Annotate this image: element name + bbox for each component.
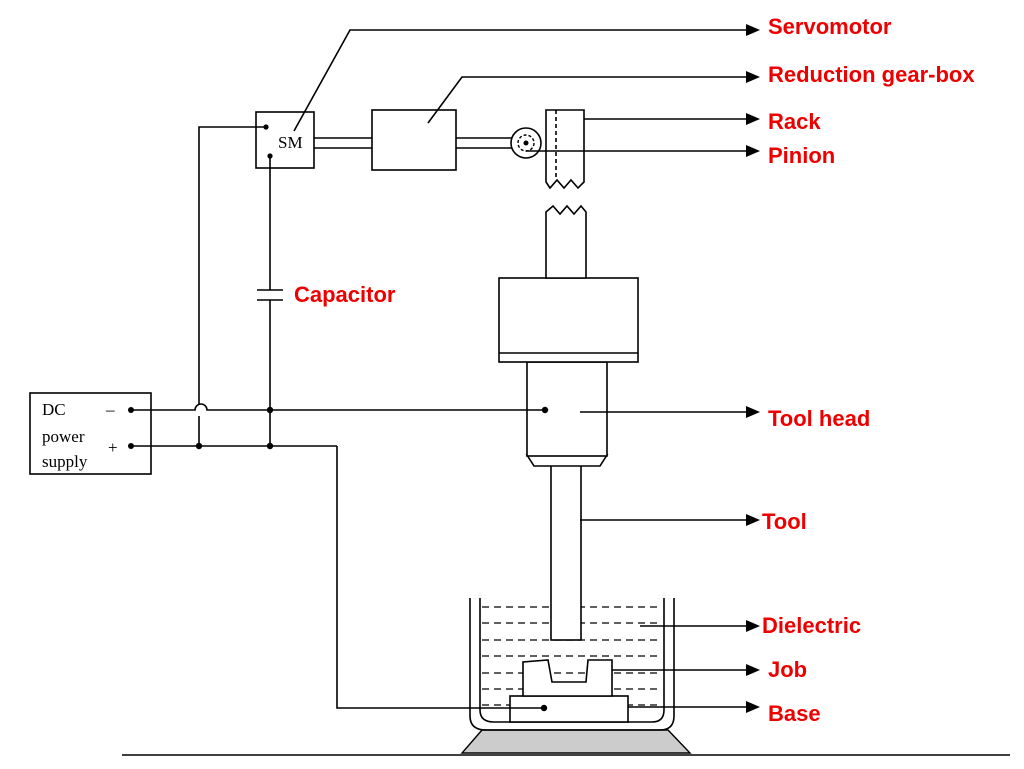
negative-terminal-sign: – xyxy=(105,400,115,419)
label-rack: Rack xyxy=(768,109,821,134)
label-base: Base xyxy=(768,701,821,726)
fixture-base xyxy=(460,729,692,754)
wiring xyxy=(131,126,545,709)
servomotor-box: SM xyxy=(255,111,315,169)
power-supply-line2: power xyxy=(42,427,85,446)
label-capacitor: Capacitor xyxy=(294,282,396,307)
label-tool: Tool xyxy=(762,509,807,534)
capacitor-symbol xyxy=(257,289,283,301)
tool xyxy=(550,463,582,641)
label-dielectric: Dielectric xyxy=(762,613,861,638)
head-block xyxy=(498,277,639,363)
label-tool-head: Tool head xyxy=(768,406,870,431)
power-supply-line1: DC xyxy=(42,400,66,419)
callout-leaders xyxy=(293,29,752,708)
positive-terminal-sign: + xyxy=(108,438,118,457)
label-pinion: Pinion xyxy=(768,143,835,168)
drive-shafts xyxy=(314,137,512,149)
label-servomotor: Servomotor xyxy=(768,14,892,39)
rack-shaft-lower xyxy=(545,204,587,279)
callout-arrowheads xyxy=(746,24,760,713)
label-reduction-gear-box: Reduction gear-box xyxy=(768,62,975,87)
label-job: Job xyxy=(768,657,807,682)
servomotor-box-label: SM xyxy=(278,133,303,152)
tool-head xyxy=(525,361,609,467)
power-supply-line3: supply xyxy=(42,452,88,471)
junction-dots xyxy=(195,406,549,712)
reduction-gearbox xyxy=(371,109,457,171)
pinion xyxy=(510,127,542,159)
base-block xyxy=(509,695,629,723)
dc-power-supply: DC power supply – + xyxy=(29,392,152,475)
rack xyxy=(545,109,585,190)
job-workpiece xyxy=(522,659,613,697)
